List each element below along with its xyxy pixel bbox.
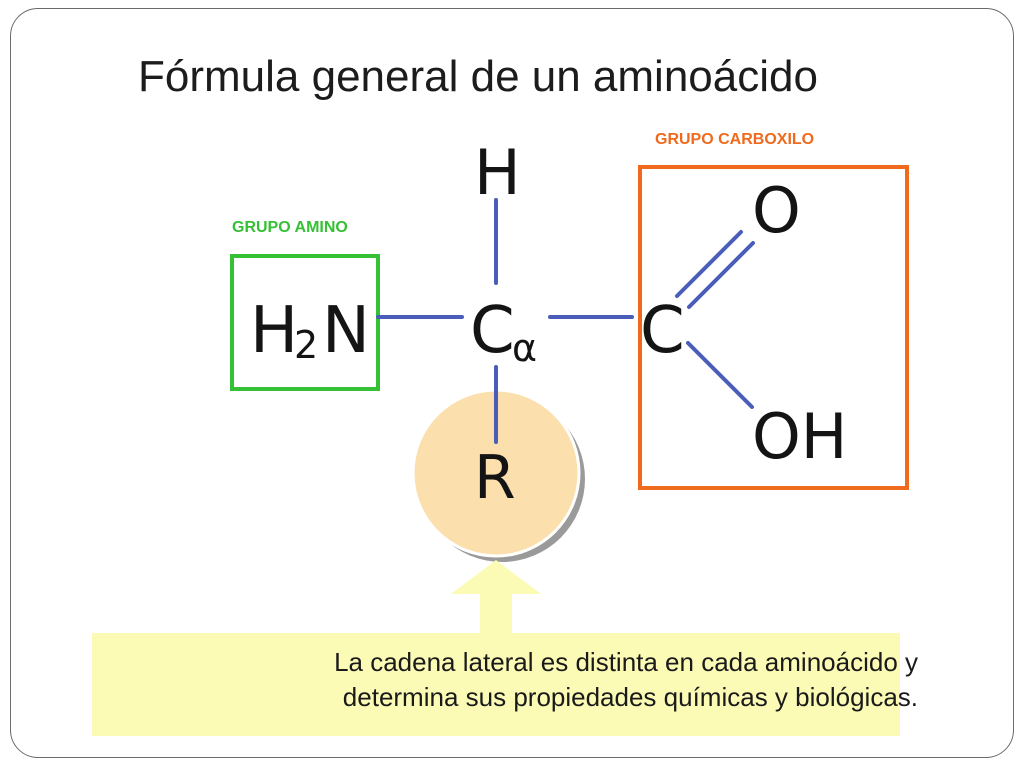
carboxyl-group-label: GRUPO CARBOXILO	[655, 131, 815, 148]
amino-group-box	[230, 254, 380, 391]
bonds	[376, 198, 755, 444]
amine-subscript: 2	[294, 323, 318, 367]
bond-c-oh	[686, 341, 754, 409]
carboxyl-oh-symbol: OH	[752, 400, 847, 473]
amino-group-label: GRUPO AMINO	[232, 219, 348, 236]
bond-c-o-2	[687, 241, 755, 309]
note-line-1: La cadena lateral es distinta en cada am…	[334, 647, 918, 677]
amine-h-symbol: H	[250, 294, 298, 368]
amine-n-symbol: N	[322, 294, 370, 368]
top-h-symbol: H	[474, 136, 521, 209]
alpha-carbon-symbol: C	[470, 294, 515, 368]
bond-c-o-1	[675, 230, 743, 298]
carboxyl-c-symbol: C	[640, 294, 685, 368]
carboxyl-o-symbol: O	[752, 174, 801, 247]
carboxyl-group-box	[638, 165, 909, 490]
note-line-2: determina sus propiedades químicas y bio…	[342, 682, 918, 712]
slide-title: Fórmula general de un aminoácido	[138, 52, 818, 101]
note-box	[92, 633, 900, 736]
alpha-symbol: α	[512, 326, 537, 370]
side-chain-note: La cadena lateral es distinta en cada am…	[128, 645, 918, 715]
side-chain-r-symbol: R	[474, 443, 516, 513]
up-arrow-icon	[451, 560, 541, 636]
